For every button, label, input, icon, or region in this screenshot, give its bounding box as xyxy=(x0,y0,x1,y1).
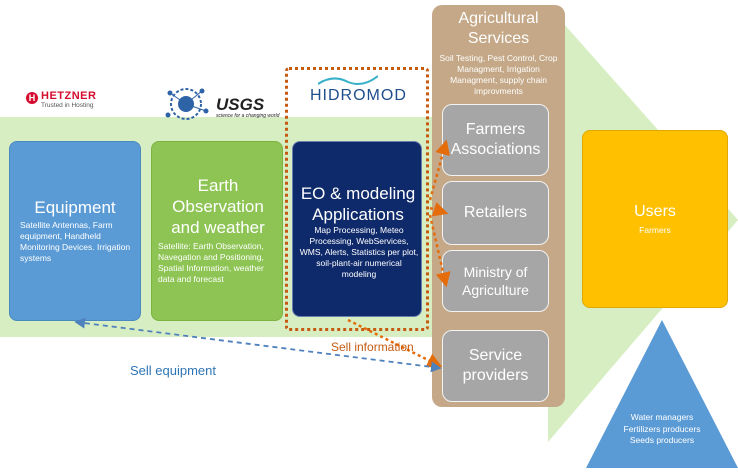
earth-observation-title: Earth Observation and weather xyxy=(171,176,265,237)
users-box: Users Farmers xyxy=(582,130,728,308)
hetzner-logo-mark: H xyxy=(26,92,38,104)
sell-information-label: Sell information xyxy=(331,340,414,354)
sell-equipment-label: Sell equipment xyxy=(130,363,216,378)
arrow-to-retailers xyxy=(429,202,449,217)
ministry-of-agriculture-label: Ministry of Agriculture xyxy=(462,264,529,298)
earth-observation-description: Satellite: Earth Observation, Navegation… xyxy=(158,241,264,284)
service-providers-label: Service providers xyxy=(462,347,529,384)
eo-modeling-description: Map Processing, Meteo Processing, WebSer… xyxy=(299,225,419,279)
usgs-logo: USGS science for a changing world xyxy=(162,85,292,121)
earth-observation-box: Earth Observation and weather Satellite:… xyxy=(151,141,283,321)
retailers-box: Retailers xyxy=(442,181,549,245)
pyramid-line-water-managers: Water managers xyxy=(630,412,694,422)
farmers-associations-label: Farmers Associations xyxy=(450,121,541,158)
ministry-of-agriculture-box: Ministry of Agriculture xyxy=(442,250,549,312)
farmers-associations-box: Farmers Associations xyxy=(442,104,549,176)
equipment-description: Satellite Antennas, Farm equipment, Hand… xyxy=(20,220,131,263)
pyramid-line-seeds-producers: Seeds producers xyxy=(629,435,695,445)
eo-modeling-title: EO & modeling Applications xyxy=(300,184,416,224)
service-providers-box: Service providers xyxy=(442,330,549,402)
hetzner-logo-name: HETZNER xyxy=(41,90,97,102)
pyramid-line-fertilizers-producers: Fertilizers producers xyxy=(623,423,701,434)
usgs-logo-tagline: science for a changing world xyxy=(216,113,280,119)
stakeholder-pyramid xyxy=(586,320,738,468)
agricultural-services-title: Agricultural Services xyxy=(458,10,539,47)
eo-modeling-box: EO & modeling Applications Map Processin… xyxy=(292,141,422,317)
retailers-label: Retailers xyxy=(463,204,528,221)
hidromod-logo: HIDROMOD xyxy=(310,74,410,108)
equipment-title: Equipment xyxy=(34,198,116,217)
agricultural-services-description: Soil Testing, Pest Control, Crop Managme… xyxy=(439,53,558,96)
arrow-to-farmers-associations xyxy=(428,139,450,201)
equipment-box: Equipment Satellite Antennas, Farm equip… xyxy=(9,141,141,321)
wave-icon xyxy=(318,75,378,85)
hetzner-logo-tagline: Trusted in Hosting xyxy=(41,102,94,109)
users-subtitle: Farmers xyxy=(639,225,671,235)
usgs-logo-name: USGS xyxy=(216,95,265,114)
users-title: Users xyxy=(634,203,676,220)
pyramid-text: Water managers Fertilizers producers See… xyxy=(600,412,724,447)
arrow-to-ministry xyxy=(428,214,451,288)
globe-network-icon xyxy=(165,88,209,120)
arrow-sell-equipment xyxy=(74,317,442,373)
hetzner-logo: H HETZNER Trusted in Hosting xyxy=(26,90,126,112)
hidromod-logo-name: HIDROMOD xyxy=(310,87,407,104)
